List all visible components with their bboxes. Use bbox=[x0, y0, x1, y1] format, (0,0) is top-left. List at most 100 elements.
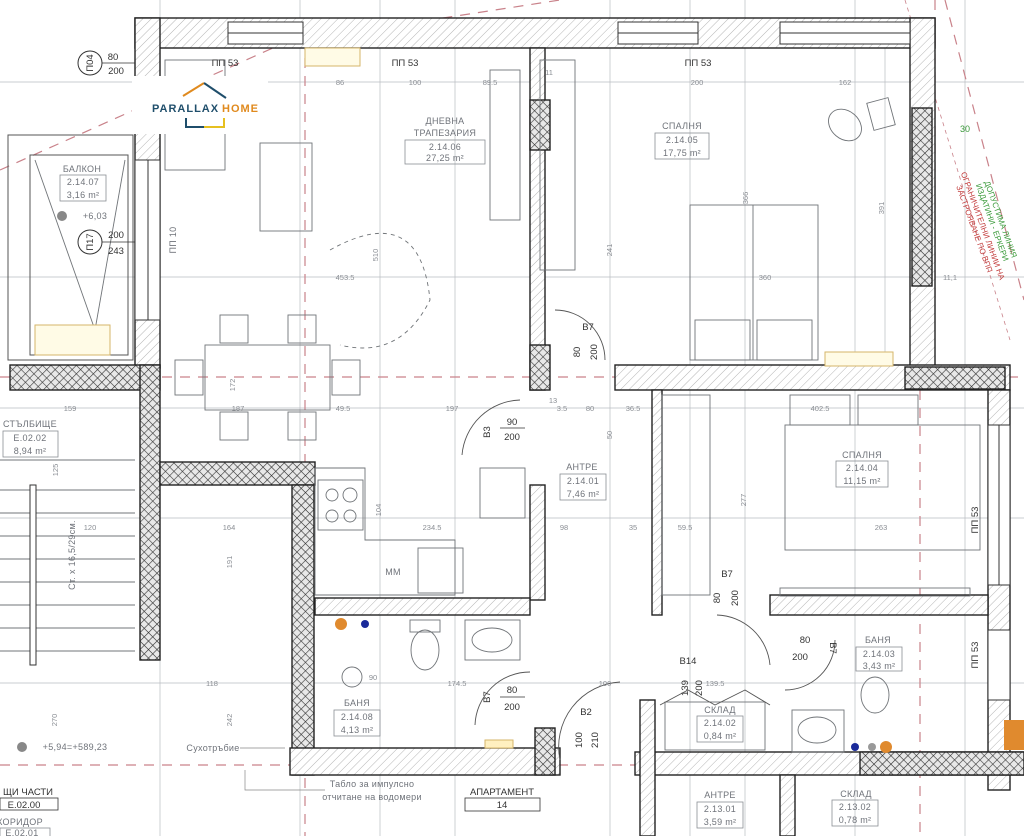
label-text: 2.14.08 bbox=[341, 712, 373, 722]
label-text: 263 bbox=[875, 523, 888, 532]
window-labels: ПП 53 ПП 53 ПП 53 ПП 53 ПП 53 ПП 10 П04 … bbox=[77, 50, 981, 668]
label-text: 2.14.05 bbox=[666, 135, 698, 145]
label-text: АНТРЕ bbox=[566, 462, 598, 472]
label-text: П04 bbox=[85, 54, 96, 71]
label-text: 17,75 m² bbox=[663, 148, 701, 158]
label-text: Табло за импулсно bbox=[330, 779, 415, 789]
label-text: ПП 53 bbox=[212, 58, 239, 69]
label-text: СКЛАД bbox=[704, 705, 736, 715]
label-text: 2.14.01 bbox=[567, 476, 599, 486]
label-text: 80 bbox=[507, 685, 518, 696]
balcony bbox=[7, 134, 134, 361]
room-label-bedroom-2-14-04: СПАЛНЯ 2.14.04 11,15 m² bbox=[835, 450, 889, 488]
label-text: П17 bbox=[85, 233, 96, 250]
label-text: 360 bbox=[759, 273, 772, 282]
label-text: 86 bbox=[336, 78, 344, 87]
label-text: 174.5 bbox=[448, 679, 467, 688]
label-text: 36.5 bbox=[626, 404, 641, 413]
label-text: 120 bbox=[84, 523, 97, 532]
label-text: 35 bbox=[629, 523, 637, 532]
label-text: 104 bbox=[374, 504, 383, 517]
room-label-common-parts: ЩИ ЧАСТИ Е.02.00 КОРИДОР Е.02.01 bbox=[0, 787, 59, 836]
label-text: БАНЯ bbox=[865, 635, 891, 645]
room-label-hall-2-14-01: АНТРЕ 2.14.01 7,46 m² bbox=[559, 462, 607, 501]
label-text: 2.14.07 bbox=[67, 177, 99, 187]
label-text: Ст. x 16,5/29см. bbox=[67, 520, 77, 590]
label-text: 277 bbox=[739, 494, 748, 507]
label-text: 3,16 m² bbox=[67, 190, 100, 200]
label-text: 80 bbox=[800, 635, 811, 646]
label-text: 90 bbox=[507, 417, 518, 428]
label-text: 100 bbox=[409, 78, 422, 87]
label-text: 200 bbox=[504, 702, 520, 713]
label-text: 200 bbox=[108, 230, 124, 241]
label-text: Сухотръбие bbox=[186, 743, 239, 753]
room-label-balcony: БАЛКОН 2.14.07 3,16 m² bbox=[59, 164, 107, 202]
label-text: 2.13.02 bbox=[839, 802, 871, 812]
label-text: 2.14.02 bbox=[704, 718, 736, 728]
label-text: БАНЯ bbox=[344, 698, 370, 708]
label-text: ММ bbox=[385, 567, 401, 577]
label-text: АПАРТАМЕНТ bbox=[470, 787, 534, 798]
label-text: 366 bbox=[741, 192, 750, 205]
label-text: ПП 10 bbox=[168, 227, 178, 254]
label-text: 2.14.03 bbox=[863, 649, 895, 659]
furniture bbox=[164, 59, 1024, 753]
label-text: 50 bbox=[605, 431, 614, 439]
label-text: B7 bbox=[721, 569, 733, 580]
label-text: АНТРЕ bbox=[704, 790, 736, 800]
label-text: 197 bbox=[446, 404, 459, 413]
label-text: 241 bbox=[605, 244, 614, 257]
staircase bbox=[0, 459, 135, 666]
label-text: 80 bbox=[712, 593, 723, 604]
label-text: 453.5 bbox=[336, 273, 355, 282]
label-text: 11 bbox=[545, 68, 553, 77]
label-text: 125 bbox=[51, 464, 60, 477]
label-text: 2.14.04 bbox=[846, 463, 878, 473]
label-text: 200 bbox=[504, 432, 520, 443]
label-text: 11,1 bbox=[943, 273, 957, 282]
label-text: 98 bbox=[560, 523, 568, 532]
label-text: B2 bbox=[580, 707, 592, 718]
label-text: 210 bbox=[590, 732, 601, 748]
label-text: 100 bbox=[574, 732, 585, 748]
label-text: 200 bbox=[691, 78, 704, 87]
offset-label: 30 bbox=[960, 124, 970, 134]
label-text: 3.5 bbox=[557, 404, 567, 413]
label-text: 0,84 m² bbox=[704, 731, 737, 741]
logo-word-home: HOME bbox=[222, 103, 259, 115]
label-text: ТРАПЕЗАРИЯ bbox=[414, 128, 476, 138]
label-text: 11,15 m² bbox=[843, 476, 880, 486]
room-label-bath-2-14-08: БАНЯ 2.14.08 4,13 m² bbox=[333, 698, 381, 737]
label-text: 139 bbox=[680, 680, 691, 696]
label-text: ПП 53 bbox=[970, 507, 981, 534]
label-text: 187 bbox=[232, 404, 245, 413]
label-text: 2.14.06 bbox=[429, 142, 461, 152]
label-text: 27,25 m² bbox=[426, 153, 464, 163]
label-text: отчитане на водомери bbox=[322, 792, 422, 802]
label-text: +5,94=+589,23 bbox=[43, 742, 108, 752]
label-text: 139.5 bbox=[706, 679, 725, 688]
label-text: 59.5 bbox=[678, 523, 693, 532]
room-label-storage-2-13-02: СКЛАД 2.13.02 0,78 m² bbox=[831, 789, 879, 827]
label-text: 200 bbox=[730, 590, 741, 606]
label-text: 80 bbox=[108, 52, 119, 63]
label-text: 270 bbox=[50, 714, 59, 727]
parallax-home-logo: PARALLAX HOME bbox=[132, 76, 268, 134]
label-text: 4,13 m² bbox=[341, 725, 374, 735]
dimension-labels: 86 100 89.5 453.5 510 200 162 366 360 39… bbox=[50, 68, 957, 726]
label-text: B3 bbox=[482, 426, 493, 438]
label-text: 510 bbox=[371, 249, 380, 262]
label-text: Е.02.00 bbox=[8, 800, 41, 811]
label-text: 2.13.01 bbox=[704, 804, 736, 814]
label-text: 159 bbox=[64, 404, 77, 413]
room-label-storage-2-14-02: СКЛАД 2.14.02 0,84 m² bbox=[696, 705, 744, 743]
label-text: ПП 53 bbox=[685, 58, 712, 69]
room-label-hall-2-13-01: АНТРЕ 2.13.01 3,59 m² bbox=[696, 790, 744, 829]
label-text: 162 bbox=[839, 78, 852, 87]
label-text: B7 bbox=[482, 691, 493, 703]
label-text: 13 bbox=[549, 396, 557, 405]
label-text: 3,59 m² bbox=[704, 817, 737, 827]
label-text: СТЪЛБИЩЕ bbox=[3, 419, 57, 429]
